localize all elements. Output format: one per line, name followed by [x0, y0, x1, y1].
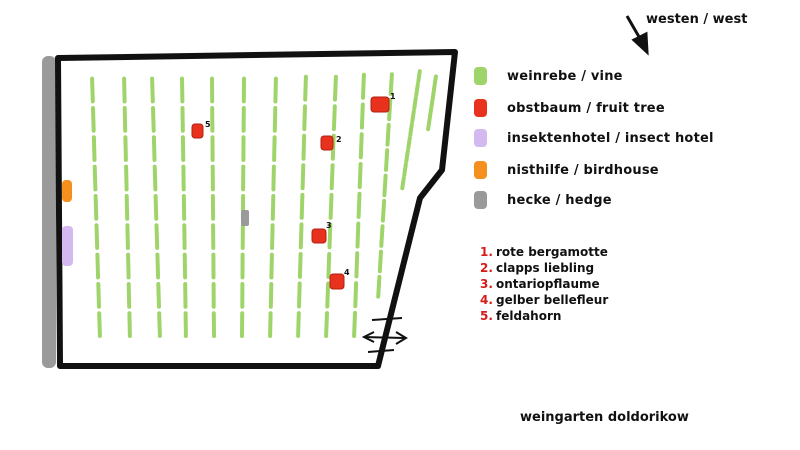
tree-number-1: 1: [390, 92, 396, 101]
variety-number: 5.: [480, 309, 493, 323]
legend-swatch-hedge: [474, 191, 487, 209]
variety-name: ontariopflaume: [496, 277, 600, 291]
legend-swatch-birdhouse: [474, 161, 487, 179]
compass-label: westen / west: [646, 12, 748, 27]
tree-number-2: 2: [336, 135, 342, 144]
legend-swatch-insect-hotel: [474, 129, 487, 147]
variety-name: rote bergamotte: [496, 245, 608, 259]
fruit-tree-4: [329, 273, 345, 290]
legend-label-fruit-tree: obstbaum / fruit tree: [507, 100, 665, 116]
legend-swatch-vine: [474, 67, 487, 85]
legend-swatch-fruit-tree: [474, 99, 487, 117]
legend-label-birdhouse: nisthilfe / birdhouse: [507, 162, 659, 178]
legend-item-birdhouse: nisthilfe / birdhouse: [474, 158, 659, 182]
variety-number: 4.: [480, 293, 493, 307]
variety-number: 1.: [480, 245, 493, 259]
hedge-block: [241, 210, 249, 226]
vine-row: [296, 74, 308, 338]
tree-number-4: 4: [344, 268, 350, 277]
vine-row: [352, 72, 366, 338]
compass-arrow-icon: [625, 15, 649, 56]
tree-number-3: 3: [326, 221, 332, 230]
variety-name: clapps liebling: [496, 261, 595, 275]
legend-label-vine: weinrebe / vine: [507, 68, 623, 84]
variety-item: 1.rote bergamotte: [480, 244, 608, 260]
birdhouse-marker: [62, 180, 72, 202]
vine-row: [268, 76, 278, 338]
variety-number: 2.: [480, 261, 493, 275]
map-title: weingarten doldorikow: [520, 410, 689, 425]
vine-row: [376, 72, 394, 299]
variety-item: 4.gelber bellefleur: [480, 292, 608, 308]
vine-rows: [90, 69, 438, 338]
vine-row: [150, 76, 162, 338]
vine-row: [210, 76, 216, 338]
vine-row: [122, 76, 132, 338]
fruit-tree-5: [191, 123, 204, 139]
variety-name: feldahorn: [496, 309, 562, 323]
legend-label-insect-hotel: insektenhotel / insect hotel: [507, 130, 714, 146]
insect-hotel-marker: [62, 226, 73, 266]
hedge-strip: [42, 56, 56, 368]
legend-item-hedge: hecke / hedge: [474, 188, 612, 212]
vine-row: [180, 76, 188, 338]
vine-row: [426, 74, 438, 132]
legend-label-hedge: hecke / hedge: [507, 192, 612, 208]
variety-item: 2.clapps liebling: [480, 260, 594, 276]
vine-row: [90, 76, 102, 338]
fruit-tree-2: [320, 135, 334, 151]
variety-name: gelber bellefleur: [496, 293, 609, 307]
variety-item: 5.feldahorn: [480, 308, 561, 324]
fruit-tree-3: [311, 228, 327, 244]
vine-row: [400, 69, 422, 191]
variety-item: 3.ontariopflaume: [480, 276, 600, 292]
legend-item-vine: weinrebe / vine: [474, 64, 623, 88]
legend-item-fruit-tree: obstbaum / fruit tree: [474, 96, 665, 120]
fruit-trees: 1 2 3 4 5: [191, 92, 396, 290]
variety-number: 3.: [480, 277, 493, 291]
plot-outline: [55, 49, 458, 369]
tree-number-5: 5: [205, 120, 211, 129]
gate-marker: [361, 317, 408, 353]
vine-row: [240, 76, 246, 338]
legend-item-insect-hotel: insektenhotel / insect hotel: [474, 126, 714, 150]
vine-row: [324, 74, 338, 338]
fruit-tree-1: [370, 96, 390, 113]
